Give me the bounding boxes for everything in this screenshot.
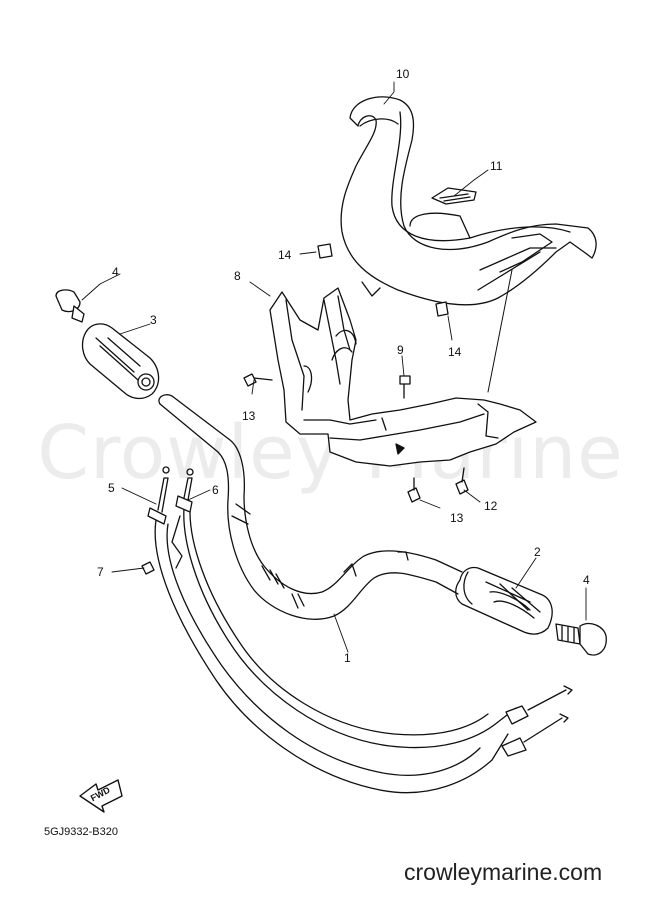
fwd-arrow-icon: [79, 779, 123, 813]
cable-ends: [147, 466, 194, 525]
callout-11: 11: [490, 159, 503, 173]
callout-10: 10: [396, 67, 410, 81]
callout-9: 9: [397, 343, 404, 357]
callout-8: 8: [234, 269, 241, 283]
diagram-code: 5GJ9332-B320: [44, 826, 118, 838]
left-grip: [81, 323, 160, 400]
callout-13-left: 13: [242, 409, 256, 423]
callout-1: 1: [344, 651, 351, 665]
callout-4-left: 4: [112, 265, 119, 279]
fasteners: [141, 243, 469, 575]
callout-13-right: 13: [450, 511, 464, 525]
callout-12: 12: [484, 499, 498, 513]
callout-5: 5: [108, 481, 115, 495]
right-grip: [455, 566, 553, 635]
handlebar: [158, 394, 463, 620]
callout-4-right: 4: [583, 573, 590, 587]
leader-lines: [81, 81, 587, 653]
throttle-cables: [154, 507, 573, 794]
site-url: crowleymarine.com: [404, 859, 603, 885]
callout-7: 7: [97, 565, 104, 579]
upper-handle-cover: [340, 96, 597, 306]
callout-14-right: 14: [448, 345, 462, 359]
left-bar-end: [55, 289, 85, 323]
right-bar-end: [555, 622, 607, 656]
callout-3: 3: [150, 313, 157, 327]
callout-14-left: 14: [278, 248, 292, 262]
lower-handle-cover: [269, 287, 537, 467]
callout-6: 6: [212, 483, 219, 497]
callout-2: 2: [534, 545, 541, 559]
